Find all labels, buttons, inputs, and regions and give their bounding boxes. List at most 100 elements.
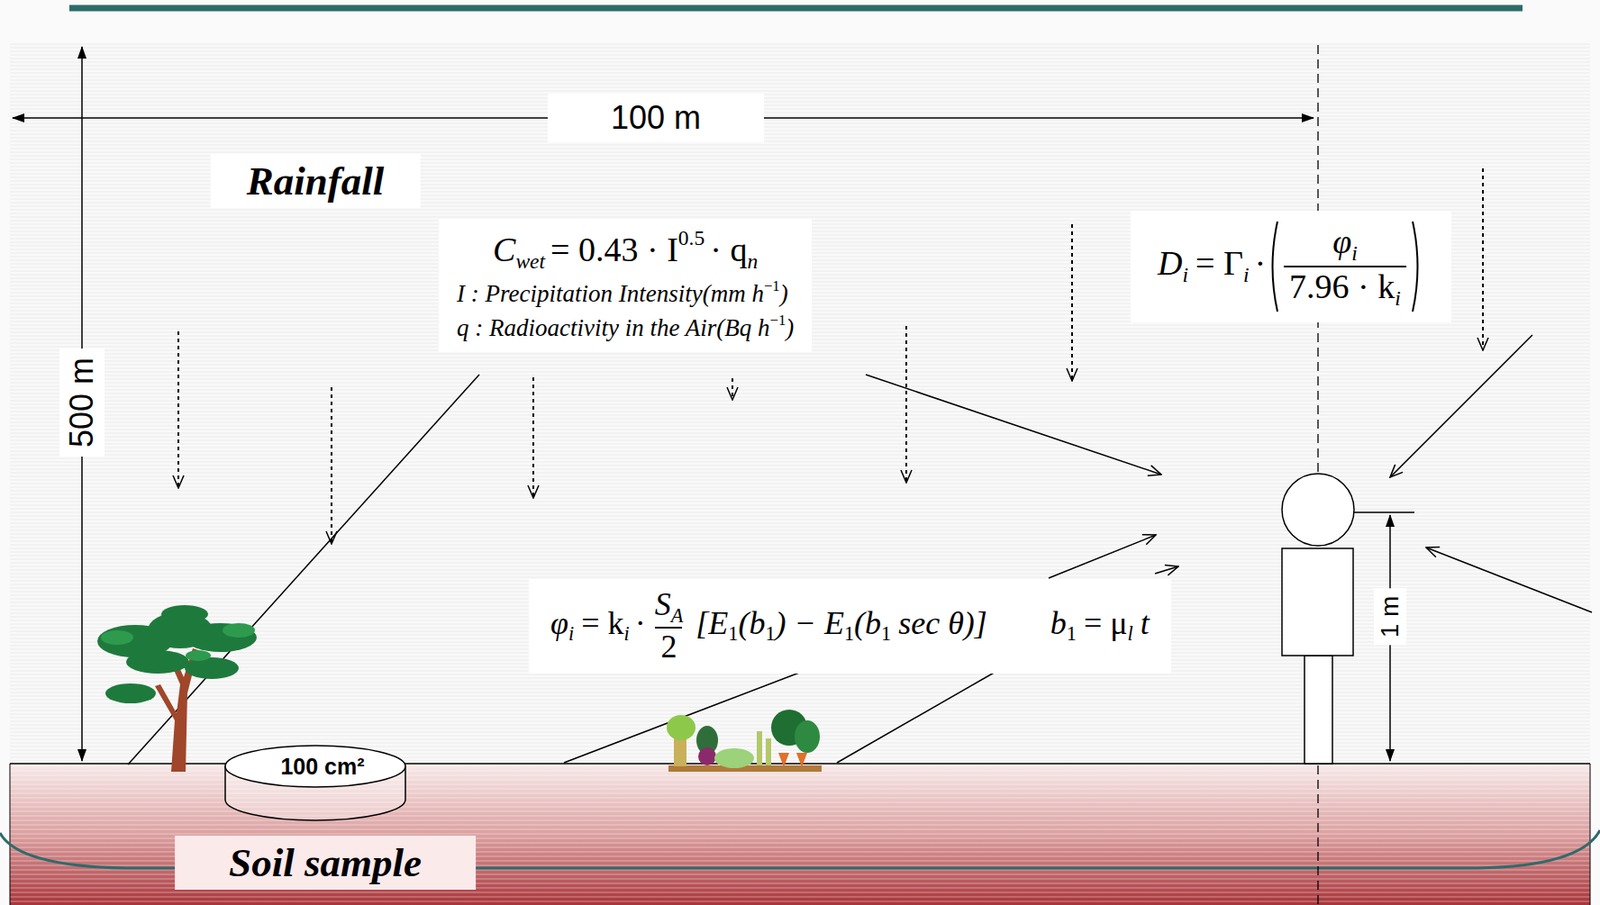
fraction-num: SA xyxy=(649,586,690,628)
leader-lines xyxy=(1048,535,1156,579)
vegetables xyxy=(666,709,822,773)
rain-arrows xyxy=(905,326,908,483)
formula-term: i xyxy=(623,622,629,646)
soil-layer xyxy=(9,763,11,905)
formula-term: 1 xyxy=(764,622,775,646)
formula-term: ) xyxy=(785,314,794,342)
paren-body: φi7.96 · ki xyxy=(1280,222,1410,312)
soil-layer xyxy=(1590,763,1591,905)
formula-box: Cwet= 0.43 · I0.5· qnI : Precipitation I… xyxy=(438,218,812,353)
formula-term: [E xyxy=(695,605,728,642)
formula-term: φ xyxy=(1332,222,1352,261)
tree xyxy=(97,605,257,773)
formula-term: A xyxy=(671,604,684,628)
formula-term: D xyxy=(1157,244,1182,282)
node-text: 100 cm² xyxy=(223,754,422,781)
soil-layer xyxy=(9,763,1591,905)
rain-arrows xyxy=(731,378,734,400)
formula-term: (b xyxy=(854,605,882,642)
rain-arrows xyxy=(177,331,180,489)
soil-layer xyxy=(9,763,1591,905)
formula-term: 1 xyxy=(727,622,738,646)
rain-arrows xyxy=(330,387,333,545)
sky-ground xyxy=(9,43,1591,764)
tree xyxy=(97,605,257,704)
formula-term: l xyxy=(1127,622,1134,646)
fraction-num: φi xyxy=(1327,222,1364,266)
formula-term: S xyxy=(654,586,672,623)
person-figure xyxy=(1281,548,1354,656)
formula-line: Cwet= 0.43 · I0.5· qn xyxy=(456,224,794,277)
parenthesised: φi7.96 · ki xyxy=(1265,219,1425,314)
formula-term: · xyxy=(635,605,646,642)
vegetables xyxy=(756,731,763,766)
formula-term: i xyxy=(1394,286,1401,310)
formula-term: · q xyxy=(709,230,747,269)
formula-term: −1 xyxy=(763,277,781,295)
tree xyxy=(100,630,134,646)
formula-term: = 0.43 · I xyxy=(550,230,679,269)
fraction: SA2 xyxy=(649,586,690,667)
sky-ground xyxy=(9,43,1591,764)
person-figure xyxy=(1281,473,1355,764)
formula-term: φ xyxy=(550,605,569,642)
vegetables xyxy=(666,715,696,741)
formula-term: wet xyxy=(515,249,546,273)
vegetables xyxy=(794,720,820,754)
leader-lines xyxy=(836,668,1002,764)
formula-term: = Γ xyxy=(1195,244,1244,282)
vegetables xyxy=(778,753,790,768)
leader-lines xyxy=(865,374,1162,475)
tree xyxy=(184,657,239,680)
formula-line: q : Radioactivity in the Air(Bq h−1) xyxy=(456,310,794,346)
formula-line: φi= ki·SA2[E1(b1) − E1(b1sec θ)]b1= μlt xyxy=(550,586,1150,667)
formula-term: b xyxy=(1050,605,1067,642)
formula-term: 7.96 · k xyxy=(1289,267,1395,306)
dimension-label: 100 m xyxy=(547,93,764,143)
person-figure xyxy=(1281,473,1355,546)
dimension-label: 1 m xyxy=(1373,589,1407,646)
formula-term: 0.5 xyxy=(678,226,705,250)
leader-lines xyxy=(1390,335,1533,478)
paren-symbol xyxy=(1409,219,1425,314)
sample-cylinder: 100 cm² xyxy=(223,744,422,826)
sky-ground xyxy=(9,43,1591,764)
formula-term: 1 xyxy=(881,622,891,646)
formula-term: ) xyxy=(780,280,789,308)
rain-arrows xyxy=(1071,224,1073,382)
formula-term: −1 xyxy=(769,311,786,329)
tree xyxy=(184,623,257,653)
dimension-lines xyxy=(12,46,1415,762)
formula-term: q : Radioactivity in the Air(Bq h xyxy=(456,314,770,342)
vegetables xyxy=(765,738,772,766)
fraction-den: 2 xyxy=(654,627,682,666)
formula-term: (b xyxy=(737,605,765,642)
tree xyxy=(100,623,255,662)
formula-box: Di= Γi·φi7.96 · ki xyxy=(1130,210,1452,323)
formula-line: I : Precipitation Intensity(mm h−1) xyxy=(456,276,794,311)
person-figure xyxy=(1304,655,1333,764)
formula-term: I : Precipitation Intensity(mm h xyxy=(456,280,764,308)
formula-term: i xyxy=(1351,241,1358,265)
formula-term: n xyxy=(746,249,758,273)
vegetables xyxy=(714,748,755,769)
header-rule xyxy=(69,5,1523,12)
paren-symbol xyxy=(1265,219,1281,314)
tree xyxy=(105,683,156,704)
formula-term: i xyxy=(1181,263,1189,287)
tree xyxy=(222,623,255,638)
fraction: φi7.96 · ki xyxy=(1283,222,1407,312)
vegetables xyxy=(698,747,717,766)
title-label: Rainfall xyxy=(210,154,421,209)
formula-term: i xyxy=(1243,263,1250,287)
formula-term: = k xyxy=(581,605,624,642)
formula-term: 2 xyxy=(660,628,677,665)
formula-box: φi= ki·SA2[E1(b1) − E1(b1sec θ)]b1= μlt xyxy=(528,579,1172,674)
paren-symbol xyxy=(1412,221,1419,312)
leader-lines xyxy=(127,335,1592,765)
formula-term: i xyxy=(568,622,574,646)
formula-term: 1 xyxy=(1066,622,1077,646)
formula-term: · xyxy=(1254,244,1266,282)
soil-layer xyxy=(9,763,1591,905)
formula-line: Di= Γi·φi7.96 · ki xyxy=(1157,219,1425,314)
